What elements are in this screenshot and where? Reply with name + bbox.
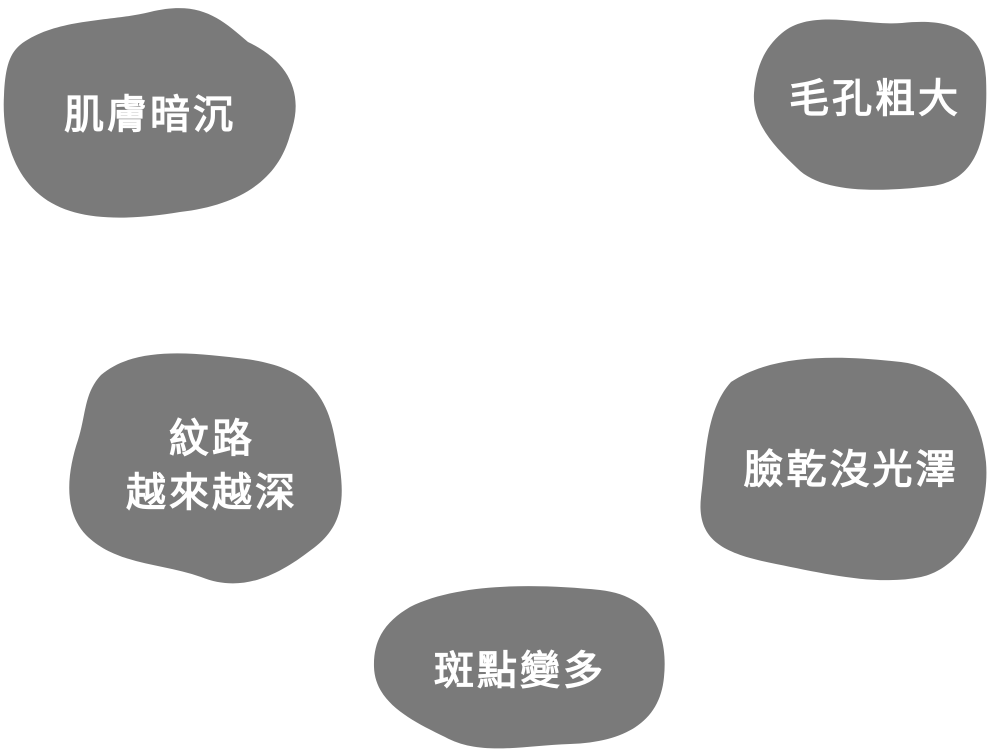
blob-shape	[3, 8, 296, 218]
concern-label: 肌膚暗沉	[0, 0, 300, 222]
blob-shape	[69, 353, 342, 584]
concern-text: 肌膚暗沉	[64, 92, 236, 138]
concern-text: 臉乾沒光澤	[743, 447, 959, 493]
concern-bubble-dull-skin: 肌膚暗沉	[0, 0, 300, 222]
concern-text-line2: 越來越深	[126, 470, 298, 516]
concern-bubble-dry-dull: 臉乾沒光澤	[696, 352, 988, 582]
concern-text: 斑點變多	[434, 647, 606, 694]
concern-label: 紋路 越來越深	[66, 345, 348, 587]
concern-label: 斑點變多	[370, 582, 670, 751]
concern-bubble-spots: 斑點變多	[370, 582, 670, 751]
concern-label: 毛孔粗大	[752, 8, 988, 190]
concern-text-line1: 紋路	[169, 416, 255, 462]
blob-shape	[700, 357, 987, 581]
concern-label: 臉乾沒光澤	[696, 352, 988, 582]
concern-bubble-wrinkles: 紋路 越來越深	[66, 345, 348, 587]
concern-bubble-large-pores: 毛孔粗大	[752, 8, 988, 190]
blob-shape	[373, 586, 665, 749]
concern-text: 毛孔粗大	[789, 76, 961, 122]
blob-shape	[753, 19, 987, 190]
